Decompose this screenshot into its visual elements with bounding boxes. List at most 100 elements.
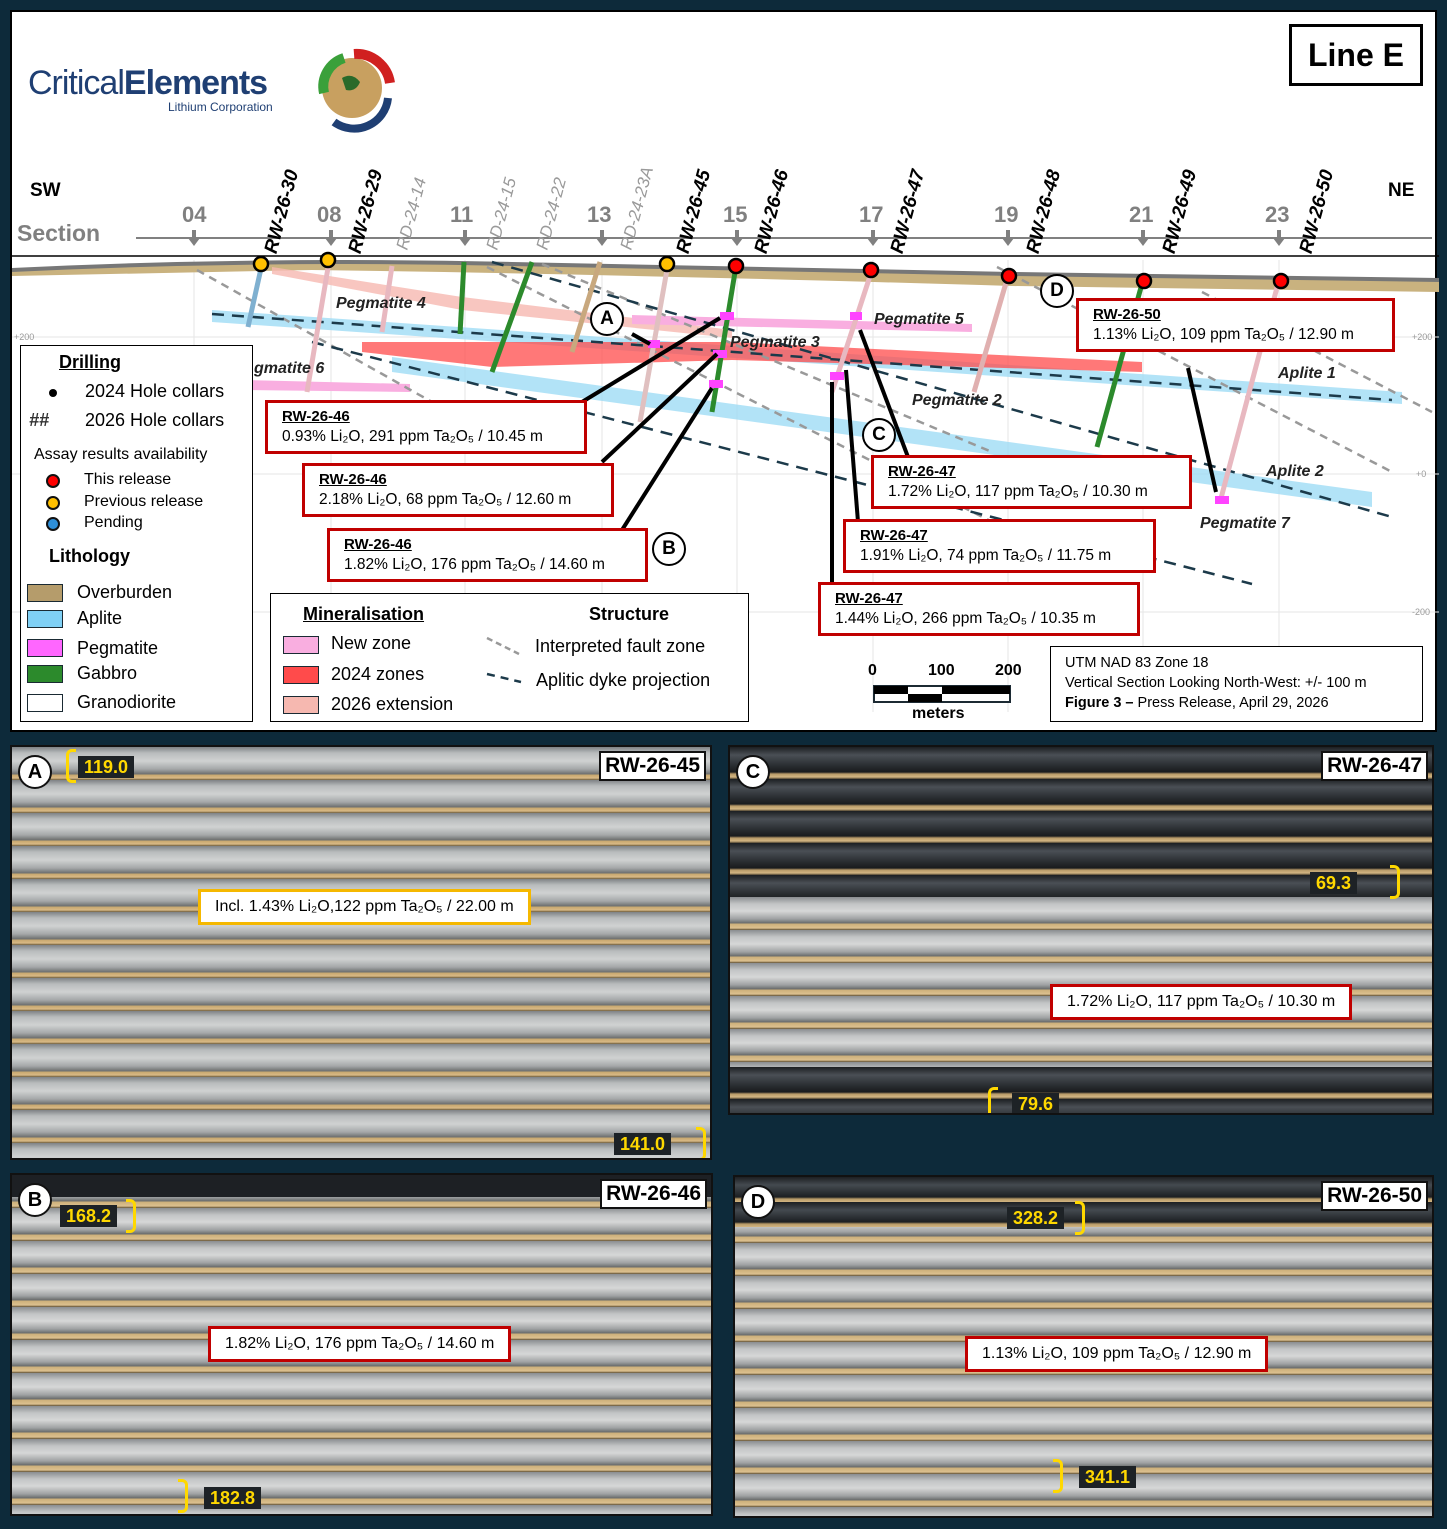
photo-hole-label: RW-26-45	[599, 751, 706, 781]
info-line: Vertical Section Looking North-West: +/-…	[1065, 675, 1367, 691]
legend-heading: Structure	[589, 604, 670, 624]
collar-rw-26-30[interactable]	[252, 255, 270, 273]
photo-hole-label: RW-26-46	[600, 1179, 707, 1209]
depth-bottom: 141.0	[614, 1133, 672, 1155]
callout-assay: 0.93% Li₂O, 291 ppm Ta₂O₅ / 10.45 m	[282, 428, 543, 445]
photo-letter: A	[18, 755, 52, 789]
bracket-icon	[696, 1127, 706, 1158]
letter-marker-d: D	[1040, 274, 1074, 308]
legend-heading: Assay results availability	[34, 446, 208, 463]
station-label: 23	[1265, 202, 1290, 227]
scale-tick: 100	[928, 662, 955, 679]
unit-label: Pegmatite 5	[874, 311, 964, 328]
bracket-icon	[1053, 1459, 1063, 1493]
bracket-icon	[126, 1199, 136, 1233]
pegmatite-6-zone	[242, 380, 410, 392]
elevation-tick: -200	[1412, 607, 1431, 617]
legend-item: Aplitic dyke projection	[536, 670, 711, 690]
station-label: 15	[723, 202, 748, 227]
station-label: 19	[994, 202, 1019, 227]
callout-hole: RW-26-46	[344, 536, 412, 553]
pending-dot-icon	[46, 517, 60, 531]
photo-assay-note: 1.13% Li₂O, 109 ppm Ta₂O₅ / 12.90 m	[965, 1336, 1269, 1372]
unit-label: Pegmatite 7	[1200, 515, 1290, 532]
photo-assay-note: 1.82% Li₂O, 176 ppm Ta₂O₅ / 14.60 m	[208, 1326, 512, 1362]
collar-rw-26-47[interactable]	[862, 261, 880, 279]
callout-hole: RW-26-47	[888, 463, 956, 480]
depth-top: 119.0	[78, 756, 135, 778]
collar-rw-26-50[interactable]	[1272, 272, 1290, 290]
legend-item: Pending	[84, 514, 143, 531]
bracket-icon	[66, 749, 76, 783]
granodiorite-swatch	[27, 694, 63, 712]
collar-2026-icon: ##	[29, 410, 50, 430]
unit-label: Aplite 1	[1278, 365, 1336, 382]
core-light-section	[730, 897, 1432, 1067]
photo-letter: B	[18, 1183, 52, 1217]
legend-item: 2024 Hole collars	[85, 381, 225, 401]
legend-item: This release	[84, 471, 172, 488]
depth-top: 69.3	[1310, 872, 1358, 894]
legend-heading: Lithology	[49, 546, 130, 566]
photo-assay-note: Incl. 1.43% Li₂O,122 ppm Ta₂O₅ / 22.00 m	[198, 889, 531, 925]
station-label: 17	[859, 202, 884, 227]
assay-callout: RW-26-47 1.44% Li₂O, 266 ppm Ta₂O₅ / 10.3…	[818, 582, 1140, 636]
callout-assay: 1.13% Li₂O, 109 ppm Ta₂O₅ / 12.90 m	[1093, 326, 1354, 343]
legend-item: Pegmatite	[77, 638, 159, 658]
callout-assay: 1.44% Li₂O, 266 ppm Ta₂O₅ / 10.35 m	[835, 610, 1096, 627]
callout-hole: RW-26-47	[835, 590, 903, 607]
unit-label: Pegmatite 2	[912, 392, 1002, 409]
figure-number: Figure 3 –	[1065, 695, 1134, 711]
legend-item: Overburden	[77, 582, 173, 602]
legend-heading: Drilling	[59, 352, 121, 372]
callout-assay: 1.82% Li₂O, 176 ppm Ta₂O₅ / 14.60 m	[344, 556, 605, 573]
hole-collars	[252, 251, 1290, 290]
legend-item: Interpreted fault zone	[535, 636, 706, 656]
assay-callout: RW-26-46 2.18% Li₂O, 68 ppm Ta₂O₅ / 12.60…	[302, 463, 614, 517]
logo-text-2: Elements	[123, 64, 268, 102]
elevation-tick: +0	[1416, 469, 1427, 479]
callout-assay: 1.72% Li₂O, 117 ppm Ta₂O₅ / 10.30 m	[888, 483, 1148, 500]
collar-rw-26-45[interactable]	[658, 255, 676, 273]
collar-rw-26-49[interactable]	[1135, 272, 1153, 290]
assay-callout: RW-26-47 1.72% Li₂O, 117 ppm Ta₂O₅ / 10.3…	[871, 455, 1192, 509]
photo-hole-label: RW-26-47	[1321, 751, 1428, 781]
bracket-icon	[1390, 865, 1400, 899]
callout-hole: RW-26-47	[860, 527, 928, 544]
collar-rw-26-46[interactable]	[727, 257, 745, 275]
globe-logo-icon	[318, 48, 395, 133]
callout-hole: RW-26-50	[1093, 306, 1161, 323]
photo-hole-label: RW-26-50	[1321, 1181, 1428, 1211]
assay-callout: RW-26-50 1.13% Li₂O, 109 ppm Ta₂O₅ / 12.9…	[1076, 298, 1395, 352]
bracket-icon	[1075, 1201, 1085, 1235]
legend-item: Previous release	[84, 493, 204, 510]
assay-callout: RW-26-46 1.82% Li₂O, 176 ppm Ta₂O₅ / 14.6…	[327, 528, 648, 582]
collar-rw-26-29[interactable]	[319, 251, 337, 269]
core-photo-b: B RW-26-46 168.2 1.82% Li₂O, 176 ppm Ta₂…	[10, 1173, 713, 1516]
unit-label: Aplite 2	[1266, 463, 1324, 480]
mineralisation-structure-legend: Mineralisation New zone 2024 zones 2026 …	[270, 593, 749, 722]
scale-tick: 0	[868, 662, 877, 679]
collar-rw-26-48[interactable]	[1000, 267, 1018, 285]
station-label: 11	[450, 202, 474, 227]
figure-title: Line E	[1289, 24, 1423, 86]
callout-assay: 2.18% Li₂O, 68 ppm Ta₂O₅ / 12.60 m	[319, 491, 572, 508]
zone-2024-swatch	[283, 666, 319, 684]
orientation-ne: NE	[1388, 180, 1415, 201]
depth-bottom: 79.6	[1012, 1093, 1060, 1113]
gabbro-swatch	[27, 665, 63, 683]
photo-assay-note: 1.72% Li₂O, 117 ppm Ta₂O₅ / 10.30 m	[1050, 984, 1353, 1020]
legend-item: 2024 zones	[331, 664, 425, 684]
callout-hole: RW-26-46	[319, 471, 387, 488]
cross-section-panel: CriticalElements Lithium Corporation Lin…	[10, 10, 1439, 732]
depth-bottom: 182.8	[204, 1487, 262, 1509]
depth-top: 168.2	[60, 1205, 118, 1227]
collar-2024-icon	[49, 389, 57, 397]
unit-label: Pegmatite 3	[730, 334, 820, 351]
core-photo-a: A RW-26-45 119.0 141.0 Incl. 1.43% Li₂O,…	[10, 745, 712, 1160]
station-arrows	[188, 230, 1285, 246]
previous-release-dot-icon	[46, 496, 60, 510]
bracket-icon	[988, 1087, 998, 1113]
station-label: 04	[182, 202, 207, 227]
logo-subtitle: Lithium Corporation	[168, 100, 273, 114]
